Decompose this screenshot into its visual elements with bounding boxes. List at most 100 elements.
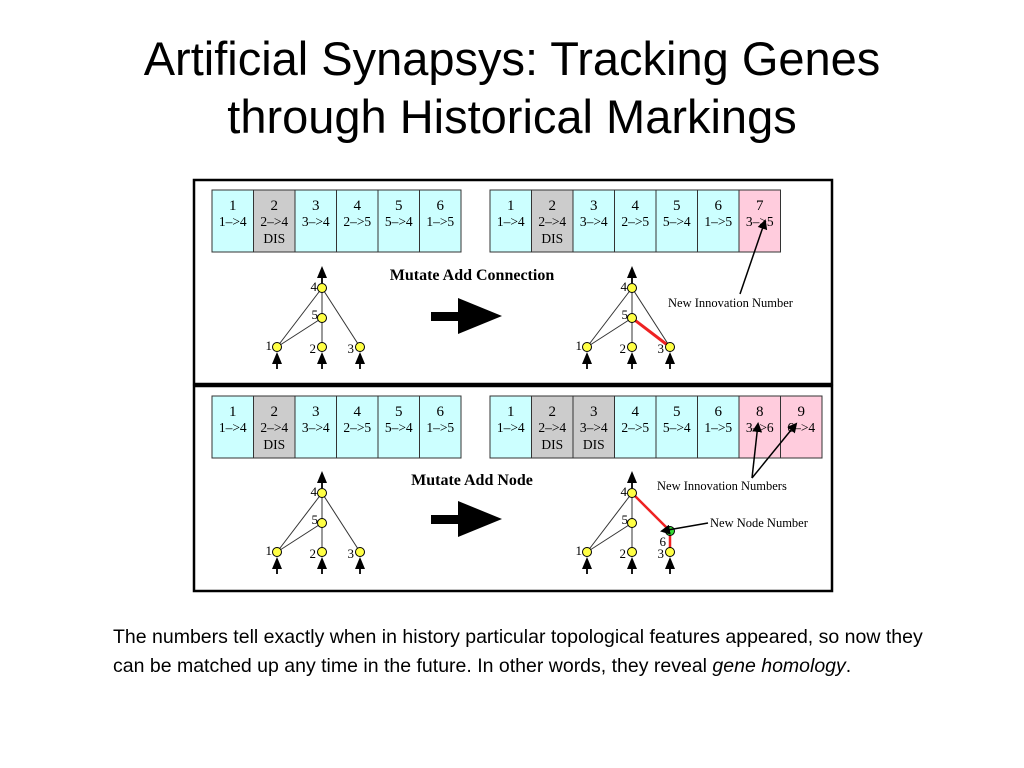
- top-before-gene-4-cell: [336, 189, 379, 253]
- top-before-gene-2-disabled: DIS: [263, 231, 285, 246]
- bottom-transform-arrow-icon: [431, 501, 502, 537]
- top-before-gene-3-innovation: 3: [312, 198, 320, 214]
- bottom-after-gene-6: 61–>5: [697, 395, 740, 459]
- top-before-gene-1-connection: 1–>4: [219, 214, 247, 229]
- top-after-gene-6: 61–>5: [697, 189, 740, 253]
- bottom-before-node-2-label: 2: [310, 546, 317, 561]
- bottom-before-gene-2-innovation: 2: [271, 404, 279, 420]
- top-after-node-2-label: 2: [620, 341, 627, 356]
- top-after-node-1: [582, 342, 592, 352]
- bottom-before-gene-3-connection: 3–>4: [302, 420, 330, 435]
- bottom-before-gene-3-innovation: 3: [312, 404, 320, 420]
- bottom-before-node-5-label: 5: [312, 512, 319, 527]
- caption-emphasis: gene homology: [712, 655, 846, 677]
- bottom-before-gene-4-cell: [336, 395, 379, 459]
- top-before-input-arrow-2-icon-head: [317, 352, 327, 364]
- bottom-after-gene-5-cell: [655, 395, 698, 459]
- bottom-after-gene-2-connection: 2–>4: [538, 420, 566, 435]
- caption-end: .: [845, 655, 852, 677]
- top-panel-frame: [192, 178, 834, 386]
- top-before-gene-3-connection: 3–>4: [302, 214, 330, 229]
- bottom-after-gene-9: 96–>4: [780, 395, 823, 459]
- new-innovation-numbers-pointer-8: [751, 422, 763, 479]
- bottom-before-gene-1-cell: [211, 395, 254, 459]
- caption-text: The numbers tell exactly when in history…: [113, 626, 923, 677]
- top-after-gene-2-disabled: DIS: [541, 231, 563, 246]
- bottom-after-output-arrow-icon-head: [627, 471, 637, 483]
- top-after-gene-5-connection: 5–>4: [663, 214, 691, 229]
- top-before-node-4: [317, 283, 327, 293]
- top-after-gene-4-innovation: 4: [632, 198, 640, 214]
- new-innovation-number-pointer: [739, 219, 768, 295]
- bottom-after-gene-9-innovation: 9: [798, 404, 806, 420]
- top-after-edge-3-4: [631, 287, 671, 348]
- bottom-before-gene-5-innovation: 5: [395, 404, 403, 420]
- bottom-before-gene-4-connection: 2–>5: [343, 420, 371, 435]
- top-after-gene-5-innovation: 5: [673, 198, 681, 214]
- new-innovation-numbers-pointer-9: [751, 422, 798, 479]
- bottom-before-gene-4-innovation: 4: [354, 404, 362, 420]
- bottom-panel-frame: [192, 384, 834, 593]
- top-before-node-5-label: 5: [312, 307, 319, 322]
- bottom-before-gene-1: 11–>4: [211, 395, 254, 459]
- top-after-node-3-label: 3: [658, 341, 665, 356]
- top-before-node-5: [317, 313, 327, 323]
- top-after-gene-3-innovation: 3: [590, 198, 598, 214]
- new-node-number-label: New Node Number: [710, 516, 809, 530]
- bottom-before-gene-2-disabled: DIS: [263, 437, 285, 452]
- bottom-after-gene-8-innovation: 8: [756, 404, 764, 420]
- slide-caption: The numbers tell exactly when in history…: [113, 623, 933, 681]
- top-after-output-arrow-icon-head: [627, 266, 637, 278]
- top-before-output-arrow-icon-head: [317, 266, 327, 278]
- bottom-after-gene-1-cell: [489, 395, 532, 459]
- top-transform-arrow-icon: [431, 298, 502, 334]
- top-before-gene-6-cell: [419, 189, 462, 253]
- top-after-gene-1-innovation: 1: [507, 198, 515, 214]
- top-before-node-3: [355, 342, 365, 352]
- top-before-gene-5: 55–>4: [377, 189, 420, 253]
- bottom-after-gene-4-connection: 2–>5: [621, 420, 649, 435]
- bottom-after-edge-1-4: [586, 492, 633, 553]
- top-before-node-4-label: 4: [311, 279, 318, 294]
- top-after-input-arrow-2-icon-head: [627, 352, 637, 364]
- bottom-before-input-arrow-3-icon-head: [355, 557, 365, 569]
- bottom-after-input-arrow-2-icon-head: [627, 557, 637, 569]
- bottom-after-node-1: [582, 547, 592, 557]
- slide-title-line-1: Artificial Synapsys: Tracking Genes: [143, 32, 881, 85]
- top-after-input-arrow-3-icon-head: [665, 352, 675, 364]
- top-before-edge-1-5: [276, 317, 323, 348]
- top-after-gene-3-cell: [572, 189, 615, 253]
- top-after-gene-1-connection: 1–>4: [497, 214, 525, 229]
- bottom-after-gene-2-cell: [531, 395, 574, 459]
- top-before-gene-4-connection: 2–>5: [343, 214, 371, 229]
- top-after-node-2: [627, 342, 637, 352]
- bottom-after-gene-3-innovation: 3: [590, 404, 598, 420]
- bottom-after-node-4: [627, 488, 637, 498]
- bottom-after-gene-2-innovation: 2: [549, 404, 557, 420]
- bottom-before-gene-6: 61–>5: [419, 395, 462, 459]
- bottom-after-edge-1-5: [586, 522, 633, 553]
- mutate-add-connection-label: Mutate Add Connection: [390, 267, 555, 284]
- top-before-node-1: [272, 342, 282, 352]
- bottom-before-gene-3-cell: [294, 395, 337, 459]
- top-before-gene-5-cell: [377, 189, 420, 253]
- top-after-gene-3-connection: 3–>4: [580, 214, 608, 229]
- top-before-gene-6: 61–>5: [419, 189, 462, 253]
- bottom-before-gene-2-cell: [253, 395, 296, 459]
- top-before-input-arrow-3-icon-head: [355, 352, 365, 364]
- top-after-gene-1-cell: [489, 189, 532, 253]
- top-after-gene-4: 42–>5: [614, 189, 657, 253]
- bottom-after-gene-6-innovation: 6: [715, 404, 723, 420]
- bottom-after-input-arrow-3-icon-head: [665, 557, 675, 569]
- top-before-gene-4-innovation: 4: [354, 198, 362, 214]
- top-before-gene-5-innovation: 5: [395, 198, 403, 214]
- top-before-gene-5-connection: 5–>4: [385, 214, 413, 229]
- bottom-after-gene-2-disabled: DIS: [541, 437, 563, 452]
- top-after-node-3: [665, 342, 675, 352]
- bottom-after-gene-9-connection: 6–>4: [787, 420, 815, 435]
